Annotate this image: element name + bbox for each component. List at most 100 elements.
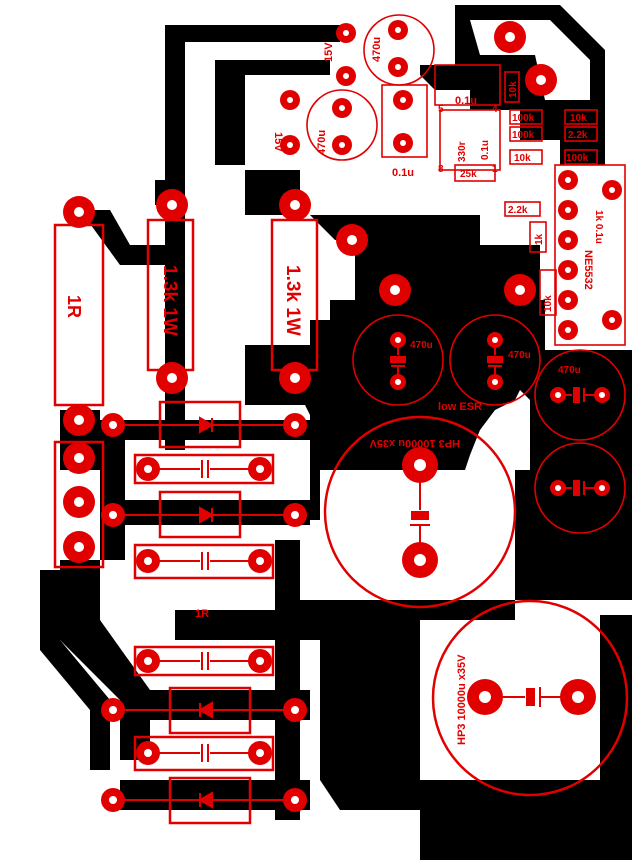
cap-symbol-2 (148, 552, 260, 570)
cap-0-1u-b-outline (434, 64, 501, 106)
pads-layer (63, 20, 622, 812)
res-1k-outline (529, 221, 547, 253)
label-res-25k: 25k (460, 169, 477, 180)
copper-vertical-left (165, 25, 185, 450)
pad-1r-top (63, 196, 95, 228)
copper-bottom-region (300, 600, 632, 860)
label-hp3-lower: HP3 10000u x35V (456, 654, 468, 745)
pad-d2-right (283, 503, 307, 527)
pad-1-3k-a-bottom (156, 362, 188, 394)
pad-470u-d-1 (550, 480, 566, 496)
pad-0-1u-a-1 (393, 90, 413, 110)
label-pin-8: 8 (438, 164, 444, 175)
pad-470u-top-2 (388, 57, 408, 77)
pad-z2-bottom (280, 135, 300, 155)
pad-470u-mid-2 (332, 135, 352, 155)
pad-z1-bottom (336, 66, 356, 86)
label-res-2-2k-a: 2.2k (568, 130, 588, 141)
label-res-10k-d: 10k (543, 295, 554, 312)
pad-c3-left (136, 649, 160, 673)
diode-symbol-3 (115, 701, 295, 719)
pad-470u-a-1 (390, 332, 406, 348)
pad-top-right-1 (494, 21, 526, 53)
label-res-10k-a: 10k (508, 81, 519, 98)
res-100k-a-outline (509, 109, 543, 125)
res-10k-b-outline (564, 109, 598, 125)
res-10k-d-outline (539, 269, 557, 316)
label-hp3-upper: HP3 10000u x35V (369, 437, 460, 449)
res-25k-outline (454, 164, 496, 182)
pad-1-3k-a-top (156, 189, 188, 221)
label-res-100k-c: 100k (566, 153, 589, 164)
pad-1r-bottom (63, 404, 95, 436)
diode-symbol-1 (115, 416, 295, 434)
label-res-10k-c: 10k (514, 153, 531, 164)
cap-3-outline (133, 645, 275, 677)
pad-d1-right (283, 413, 307, 437)
label-pin-4: 4 (492, 104, 498, 115)
label-cap-0-1u-c: 0.1u (480, 140, 491, 160)
pad-470u-c-1 (550, 387, 566, 403)
label-ic-1k-0-1u: 1k 0.1u (593, 210, 604, 244)
pad-hp3-lower-minus (467, 679, 503, 715)
cap-symbol-4 (148, 744, 260, 762)
pad-z2-top (280, 90, 300, 110)
pad-connector-3 (63, 531, 95, 563)
label-cap-470u-top: 470u (371, 37, 383, 62)
pad-c2-left (136, 549, 160, 573)
pad-c4-right (248, 741, 272, 765)
labels-layer: 15V 470u 15V 470u 0.1u 0.1u 330r 0.1u 25… (64, 37, 604, 745)
copper-rect-trace-mid (120, 500, 310, 525)
pad-c1-left (136, 457, 160, 481)
pad-0-1u-a-2 (393, 133, 413, 153)
pad-470u-mid-1 (332, 98, 352, 118)
cap-symbol-3 (148, 652, 260, 670)
res-10k-c-outline (509, 149, 543, 165)
pad-d4-left (101, 788, 125, 812)
pad-c4-left (136, 741, 160, 765)
pad-d3-right (283, 698, 307, 722)
res-2-2k-a-outline (564, 126, 598, 142)
label-pin-1: 1 (492, 164, 498, 175)
cap-470u-c-outline (534, 349, 626, 441)
pad-1-3k-b-top (279, 189, 311, 221)
cap-hp3-upper-outline (323, 415, 517, 609)
ic-opamp-outline (554, 164, 626, 346)
diode-symbol-4 (115, 791, 295, 809)
label-cap-470u-c: 470u (558, 365, 581, 376)
copper-right-power (515, 300, 632, 600)
pad-central-2 (379, 274, 411, 306)
pad-d4-right (283, 788, 307, 812)
pad-central-1 (336, 224, 368, 256)
label-pin-5: 5 (438, 104, 444, 115)
pad-c1-right (248, 457, 272, 481)
cap-470u-b-outline (449, 314, 541, 406)
label-low-esr: low ESR (438, 401, 482, 413)
label-diode-15v-top: 15V (323, 42, 335, 62)
copper-top-inner-trace (215, 60, 330, 165)
pad-hp3-lower-plus (560, 679, 596, 715)
pad-central-3 (504, 274, 536, 306)
res-100k-b-outline (509, 126, 543, 142)
cap-2-outline (133, 543, 275, 580)
label-diode-15v-mid: 15V (272, 132, 284, 152)
copper-left-bend (40, 570, 110, 770)
cap-hp3-lower-outline (431, 599, 629, 797)
pad-z1-top (336, 23, 356, 43)
cap-1-outline (133, 453, 275, 485)
cap-0-1u-a-outline (381, 84, 428, 158)
label-cap-0-1u-b: 0.1u (455, 95, 477, 107)
cap-symbol-hp3-lower (485, 687, 578, 707)
cap-4-outline (133, 735, 275, 772)
copper-rect-trace-upper (120, 420, 310, 440)
label-cap-470u-mid: 470u (316, 130, 328, 155)
pad-hp3-upper-plus (402, 447, 438, 483)
pad-d3-left (101, 698, 125, 722)
pad-top-right-2 (525, 64, 557, 96)
cap-470u-a-outline (352, 314, 444, 406)
res-2-2k-b-outline (504, 201, 541, 217)
diode-symbol-2 (115, 506, 295, 524)
cap-symbol-hp3-upper (410, 470, 430, 560)
pad-hp3-upper-minus (402, 542, 438, 578)
label-cap-470u-a: 470u (410, 340, 433, 351)
